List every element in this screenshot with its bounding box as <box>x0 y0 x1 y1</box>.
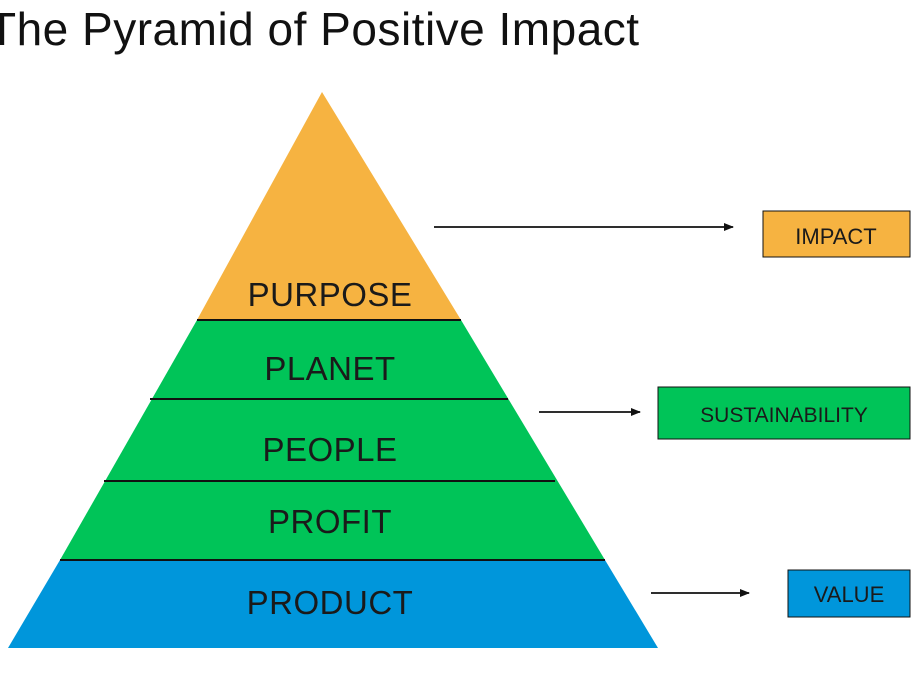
product-segment <box>8 560 658 648</box>
sustainability-segment <box>60 320 605 560</box>
sustainability-box-label: SUSTAINABILITY <box>700 404 868 427</box>
tier-label-people: PEOPLE <box>262 431 397 468</box>
value-box <box>787 569 911 618</box>
tier-label-profit: PROFIT <box>268 503 392 540</box>
purpose-segment <box>197 92 461 320</box>
value-box-label: VALUE <box>814 582 885 607</box>
tier-label-planet: PLANET <box>264 350 395 387</box>
impact-box <box>762 210 911 258</box>
sustainability-box <box>657 386 911 440</box>
diagram-title: The Pyramid of Positive Impact <box>0 3 640 55</box>
tier-label-purpose: PURPOSE <box>248 276 413 313</box>
tier-label-product: PRODUCT <box>247 584 414 621</box>
impact-box-label: IMPACT <box>795 224 876 249</box>
